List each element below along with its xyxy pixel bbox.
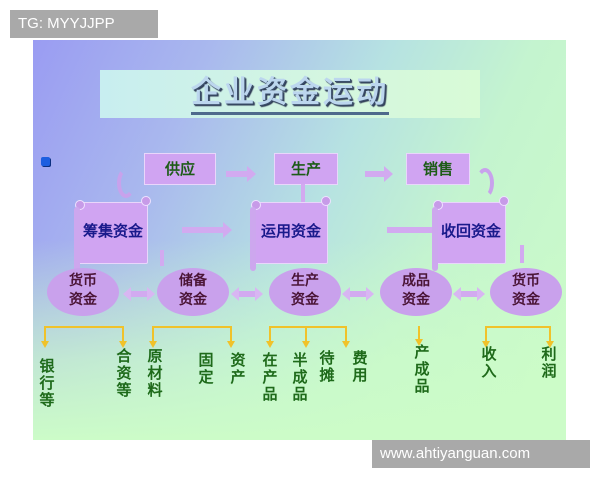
arrow-right-icon bbox=[182, 222, 232, 238]
stage-production: 生产 bbox=[274, 153, 338, 185]
detail-fixed: 固定 bbox=[198, 351, 214, 386]
watermark-top: TG: MYYJJPP bbox=[10, 10, 158, 38]
bracket-connector bbox=[266, 326, 350, 348]
detail-expenses: 费用 bbox=[352, 349, 368, 384]
arrow-right-icon bbox=[387, 222, 441, 238]
fund-recovery: 收回资金 bbox=[432, 196, 509, 271]
slide: 企业资金运动 供应 生产 销售 筹集资金 运用资金 收回资金 货币资金 储备资金… bbox=[33, 40, 566, 440]
fund-utilization: 运用资金 bbox=[250, 196, 331, 271]
double-arrow-icon bbox=[231, 287, 263, 301]
slide-title: 企业资金运动 bbox=[191, 74, 389, 115]
title-banner: 企业资金运动 bbox=[100, 70, 480, 118]
arrow-down-icon bbox=[520, 245, 524, 263]
arrow-down-icon bbox=[160, 250, 164, 266]
capital-monetary-1: 货币资金 bbox=[47, 268, 119, 316]
detail-semi-finished: 半成品 bbox=[292, 351, 308, 403]
capital-finished-goods: 成品资金 bbox=[380, 268, 452, 316]
stage-supply: 供应 bbox=[144, 153, 216, 185]
stage-sales: 销售 bbox=[406, 153, 470, 185]
detail-raw-materials: 原材料 bbox=[147, 347, 163, 399]
detail-revenue: 收入 bbox=[481, 345, 497, 380]
curve-arrow-icon bbox=[476, 168, 494, 198]
double-arrow-icon bbox=[342, 287, 374, 301]
detail-profit: 利润 bbox=[541, 345, 557, 380]
capital-reserve: 储备资金 bbox=[157, 268, 229, 316]
curve-arrow-icon bbox=[117, 168, 135, 198]
arrow-right-icon bbox=[226, 166, 256, 182]
bracket-connector bbox=[149, 326, 235, 348]
detail-finished-products: 产成品 bbox=[414, 343, 430, 395]
detail-joint-venture: 合资等 bbox=[116, 347, 132, 399]
arrow-down-icon bbox=[301, 184, 305, 202]
double-arrow-icon bbox=[453, 287, 485, 301]
detail-assets: 资产 bbox=[230, 351, 246, 386]
capital-production: 生产资金 bbox=[269, 268, 341, 316]
fund-raising: 筹集资金 bbox=[74, 196, 151, 271]
detail-deferred: 待摊 bbox=[319, 349, 335, 384]
bracket-connector bbox=[41, 326, 127, 348]
capital-monetary-2: 货币资金 bbox=[490, 268, 562, 316]
detail-work-in-process: 在产品 bbox=[262, 351, 278, 403]
double-arrow-icon bbox=[123, 287, 155, 301]
arrow-down-icon bbox=[415, 326, 423, 346]
detail-bank: 银行等 bbox=[39, 357, 55, 409]
bracket-connector bbox=[482, 326, 554, 348]
arrow-right-icon bbox=[365, 166, 393, 182]
watermark-bottom: www.ahtiyanguan.com bbox=[372, 440, 590, 468]
bullet-square-icon bbox=[41, 157, 50, 166]
